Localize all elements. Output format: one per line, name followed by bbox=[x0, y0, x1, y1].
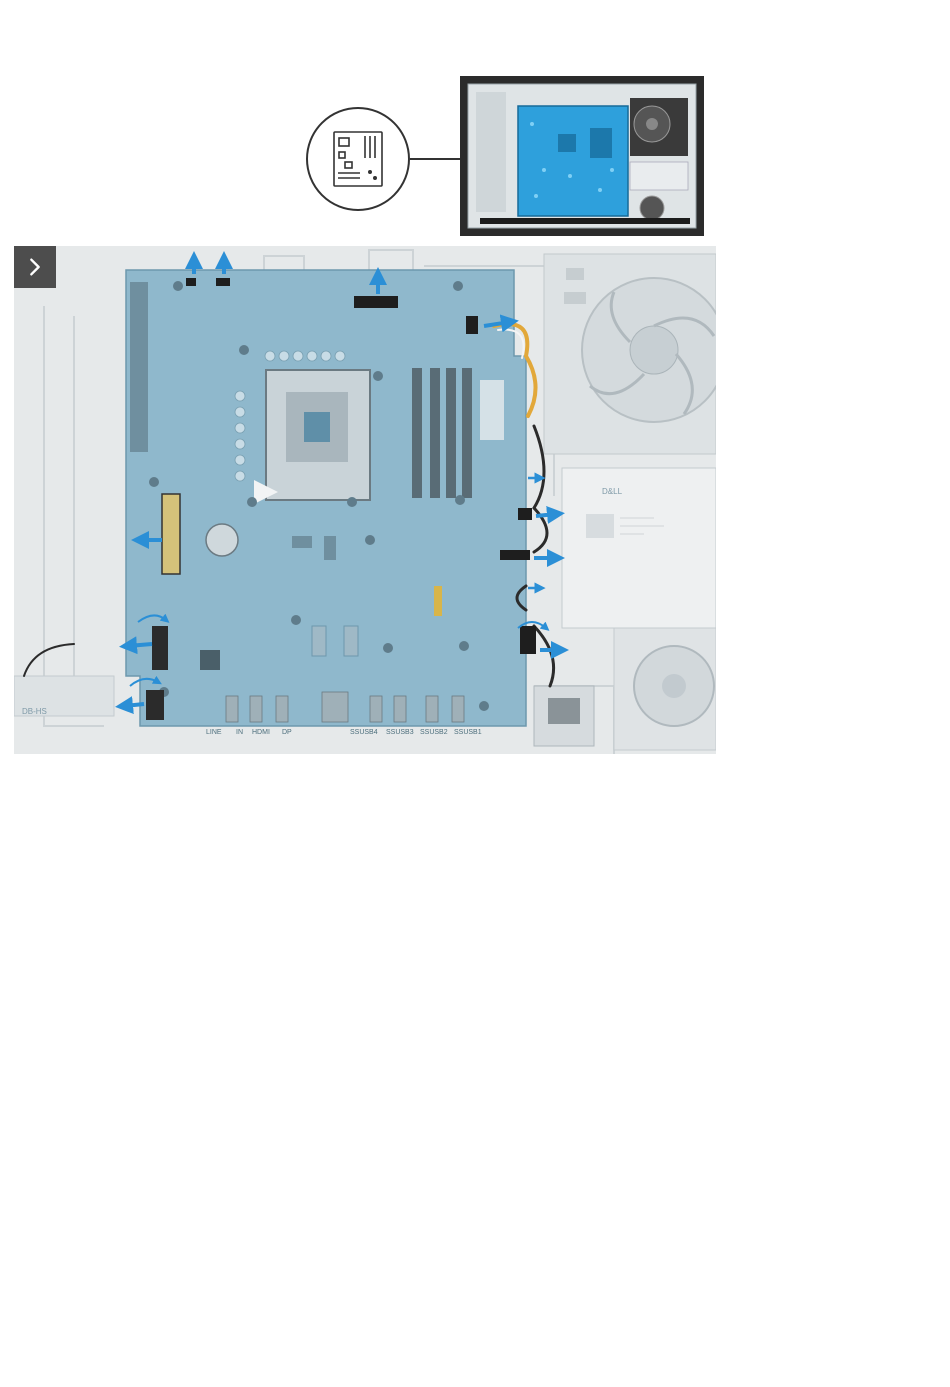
thumbnail-motherboard bbox=[518, 106, 628, 216]
connector-top-left-2 bbox=[216, 278, 230, 286]
connector-power-cable bbox=[466, 316, 478, 334]
motherboard: LINE IN HDMI DP SSUSB4 SSUSB3 SSUSB2 SSU… bbox=[126, 270, 526, 736]
coin-battery bbox=[206, 524, 238, 556]
port-label: DP bbox=[282, 729, 292, 736]
connector-top-left-1 bbox=[186, 278, 196, 286]
connector-left-2 bbox=[146, 690, 164, 720]
connector-right-3 bbox=[520, 626, 536, 654]
next-button[interactable] bbox=[14, 246, 56, 288]
arrow-left-2 bbox=[124, 704, 144, 706]
port-label: SSUSB2 bbox=[420, 729, 448, 736]
device-thumbnail bbox=[460, 76, 704, 236]
port-label: IN bbox=[236, 729, 243, 736]
rear-io-ports bbox=[226, 692, 464, 722]
power-supply: D&LL bbox=[562, 468, 716, 628]
port-label: SSUSB3 bbox=[386, 729, 414, 736]
arrow-left-1 bbox=[128, 644, 152, 646]
speaker-board: DB-HS bbox=[14, 676, 114, 716]
connector-left-1 bbox=[152, 626, 168, 670]
connector-right-2 bbox=[500, 550, 530, 560]
blower-fan bbox=[614, 628, 716, 750]
motherboard-disconnect-diagram: D&LL DB-HS bbox=[14, 246, 716, 754]
system-fan bbox=[544, 254, 716, 454]
motherboard-callout-circle bbox=[307, 108, 409, 210]
port-label: LINE bbox=[206, 729, 222, 736]
cpu-socket bbox=[254, 370, 370, 504]
port-label: SSUSB4 bbox=[350, 729, 378, 736]
overview-illustration bbox=[300, 72, 710, 242]
speaker-board-label: DB-HS bbox=[22, 707, 47, 716]
connector-right-1 bbox=[518, 508, 532, 520]
chevron-right-icon bbox=[24, 256, 46, 278]
port-label: SSUSB1 bbox=[454, 729, 482, 736]
arrow-right-2 bbox=[536, 514, 556, 516]
display-cable-connector bbox=[162, 494, 180, 574]
power-connector bbox=[534, 686, 594, 746]
connector-top-center bbox=[354, 296, 398, 308]
port-label: HDMI bbox=[252, 729, 270, 736]
psu-logo: D&LL bbox=[602, 487, 623, 496]
m2-slot bbox=[130, 282, 148, 452]
